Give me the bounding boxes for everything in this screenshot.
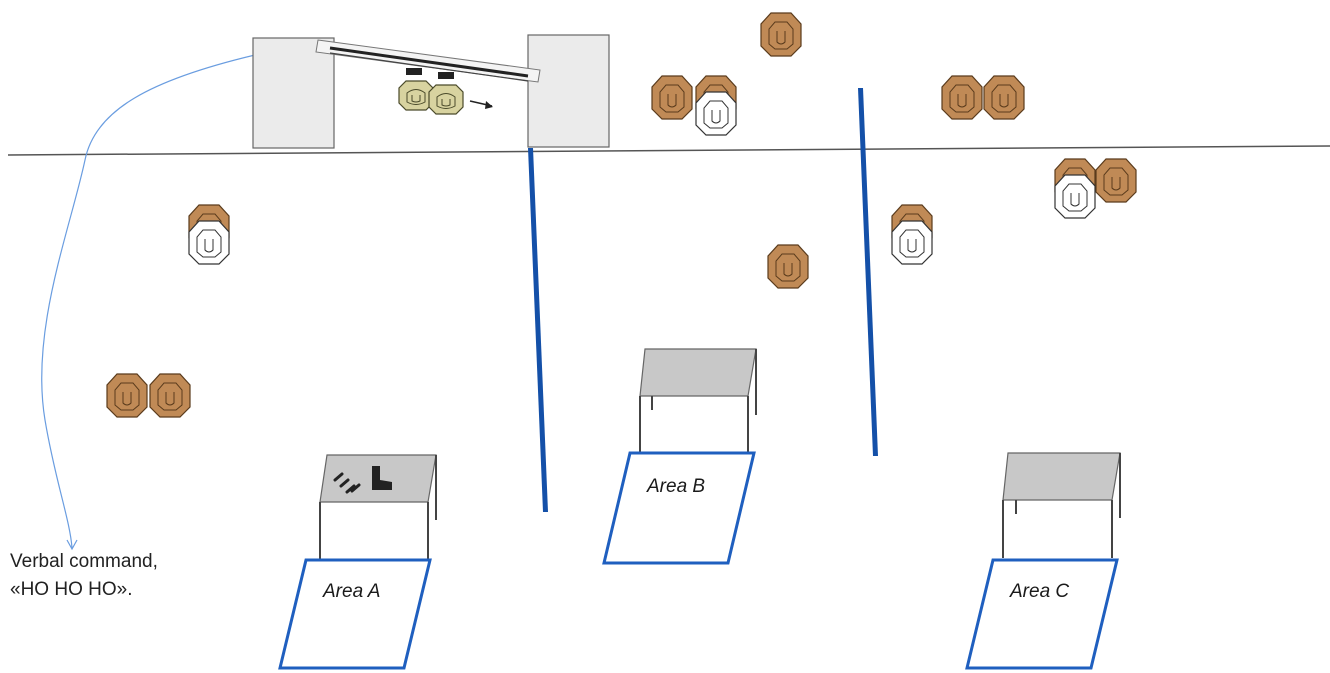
steel-target-icon <box>941 75 983 120</box>
partition-wall-left <box>528 148 548 512</box>
no-shoot-target-icon <box>696 76 736 135</box>
partition-wall-right <box>858 88 878 456</box>
steel-target-icon <box>149 373 191 418</box>
verbal-command-line2: «HO HO HO». <box>10 579 133 600</box>
table-b-top <box>639 348 757 397</box>
area-c-box: Area C <box>965 558 1119 670</box>
no-shoot-target-icon <box>892 205 932 264</box>
table-a <box>319 454 437 560</box>
steel-target-icon <box>760 12 802 57</box>
table-c-top <box>1002 452 1121 501</box>
steel-target-icon <box>767 244 809 289</box>
right-post <box>527 34 610 148</box>
area-a-label: Area A <box>322 581 380 602</box>
verbal-command-line1: Verbal command, <box>10 551 158 572</box>
area-c-label: Area C <box>1009 581 1069 602</box>
area-b-label: Area B <box>646 476 705 497</box>
no-shoot-target-icon <box>1055 159 1095 218</box>
moving-target-icon <box>398 80 464 115</box>
command-arrowhead-icon <box>66 539 78 551</box>
magazine-icon <box>333 472 361 494</box>
moving-target-assembly <box>252 34 610 149</box>
table-b <box>639 348 757 453</box>
steel-target-icon <box>983 75 1025 120</box>
left-post <box>252 37 335 149</box>
area-b-box: Area B <box>602 451 756 565</box>
steel-target-icon <box>1095 158 1137 203</box>
steel-target-icon <box>106 373 148 418</box>
area-a-box: Area A <box>278 558 432 670</box>
table-c <box>1002 452 1121 558</box>
steel-target-icon <box>651 75 693 120</box>
verbal-command-line <box>41 54 256 549</box>
verbal-command-note: Verbal command, «HO HO HO». <box>10 548 158 604</box>
pistol-icon <box>372 466 392 490</box>
berm-line <box>7 145 1330 156</box>
no-shoot-target-icon <box>189 205 229 264</box>
